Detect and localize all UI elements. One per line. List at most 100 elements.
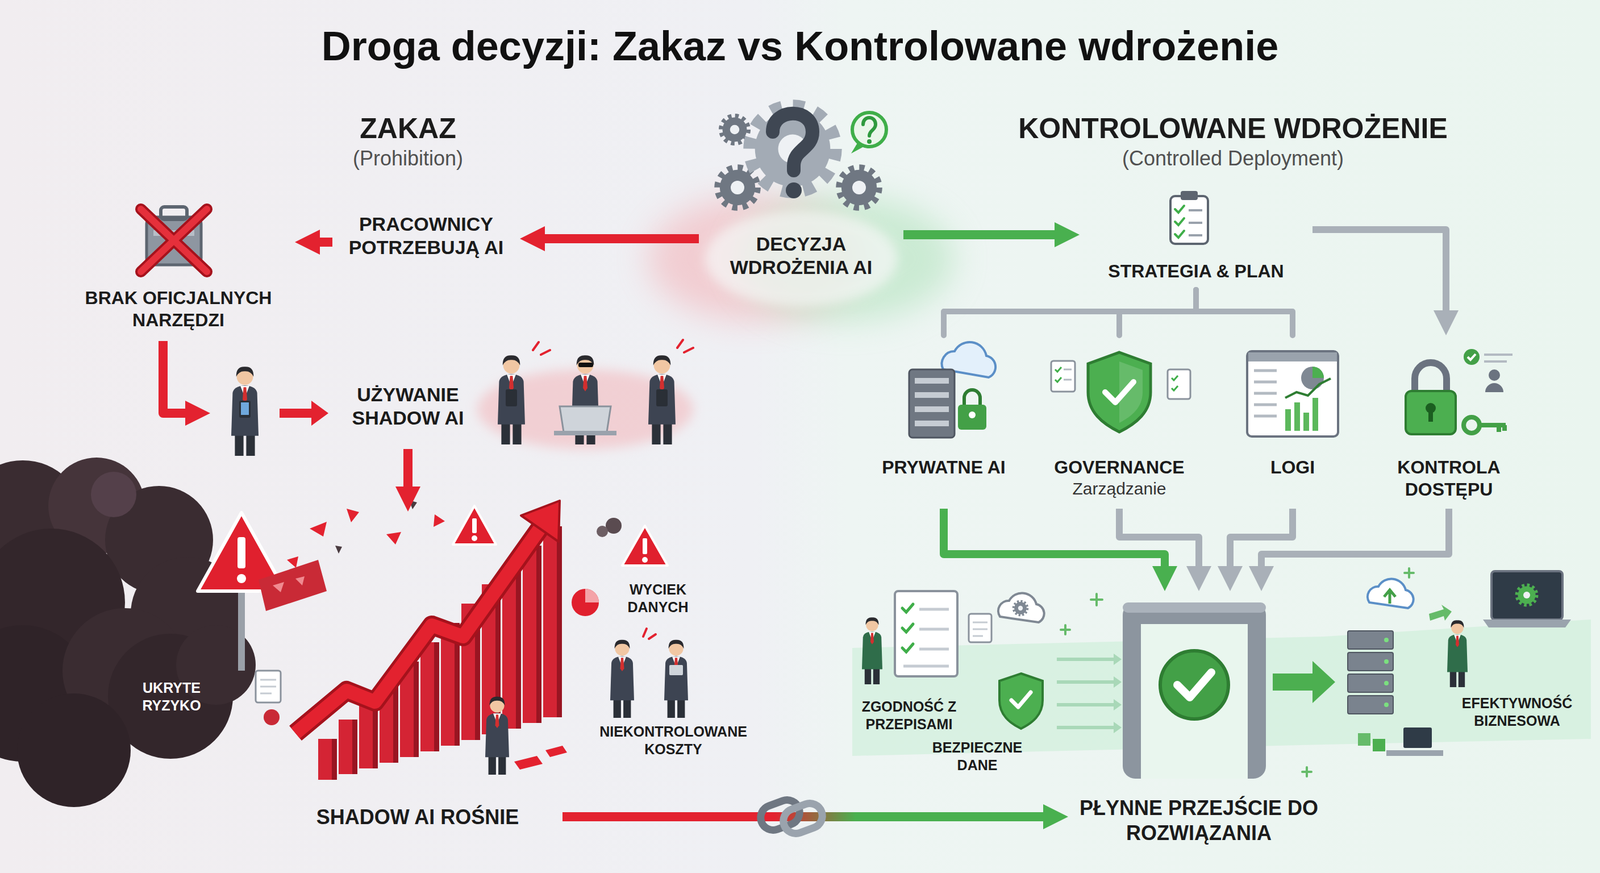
text-wrap: ZGODNOŚĆ Z PRZEPISAMIBEZPIECZNE DANEEFEK… [840,590,1595,783]
question-bubble [867,139,872,144]
governance-shield [1051,360,1075,392]
strategy-clipboard [1180,190,1198,200]
small-arrow [279,400,329,426]
access-lock [1485,382,1504,393]
laptop-icon [1491,571,1563,620]
pillar-label: PRYWATNE AI [855,335,1032,509]
shadow-ai-team [559,406,611,432]
warning-small [642,556,648,563]
laptop-icon [1482,619,1572,628]
server-rack [1384,637,1389,643]
private-ai-icon [909,369,955,438]
warning-sign [236,573,247,583]
strategy-clipboard [1170,190,1208,244]
laptop-icon [1482,571,1572,628]
server-rack [1347,630,1394,649]
arguing-people [669,664,683,675]
warning-small [452,505,668,566]
connectors [163,229,1449,817]
warning-sign [238,585,245,671]
strategy-clipboard [1188,210,1203,236]
access-lock [1463,417,1480,433]
pie-icon [571,588,599,616]
smoke-cloud [0,457,256,807]
shadow-ai-team [656,389,668,407]
text-wrap: UKRYTE RYZYKOWYCIEK DANYCHNIEKONTROLOWAN… [0,511,796,779]
server-rack [1347,652,1394,671]
server-rack [1347,695,1394,714]
rising-bars [352,719,358,774]
step-label: UŻYWANIE SHADOW AI [210,363,483,449]
shadow-ai-team [497,355,525,445]
pillar-label: GOVERNANCEZarządzanie [1039,335,1199,509]
gateway [1177,672,1212,698]
bracket-line [943,289,1197,336]
node-label: UŻYWANIE SHADOW AI [334,382,482,431]
deployment-people [1447,619,1468,687]
gateway [1140,623,1248,779]
chain-link-icon [757,796,804,833]
smoke-cloud [90,471,137,518]
cloud-upload [1367,578,1414,608]
risk-label: NIEKONTROLOWANE KOSZTY [576,722,770,758]
blocked-tool-icon [140,209,207,272]
debris [335,500,418,554]
logs-dashboard [1301,366,1324,390]
cloud-upload [1428,604,1452,621]
access-lock [1467,353,1476,360]
access-lock [1405,390,1456,435]
shadow-ai-team [477,339,694,449]
question-bubble [851,142,865,154]
prohibition-panel: PRACOWNICY POTRZEBUJĄ AIBRAK OFICJALNYCH… [0,96,802,873]
warning-small [596,525,608,537]
question-bubble [851,112,887,154]
server-rack [1347,673,1394,693]
decision-glow [647,196,955,322]
bracket-line [1119,289,1197,336]
cloud-gear [998,592,1045,623]
text-wrap: PŁYNNE PRZEJŚCIE DO ROZWIĄZANIA [1068,795,1330,846]
rising-arrow [521,500,560,542]
strategy-clipboard [1170,196,1208,244]
text-wrap: GOVERNANCEZarządzanie [1039,456,1199,500]
governance-shield [1105,381,1134,403]
governance-shield [1171,375,1178,391]
warning-small [642,538,648,554]
panel-heading: KONTROLOWANE WDROŻENIE [977,111,1489,147]
workstation [1372,738,1386,752]
rising-bars [413,661,419,757]
cloud-upload [1367,578,1452,621]
gear-icon [839,167,879,208]
warning-small [472,518,477,533]
shadow-ai-user [239,400,251,418]
secure-shield [999,673,1043,729]
access-lock [1484,354,1513,362]
document-icon [263,709,280,725]
cloud-upload [1384,589,1396,604]
server-rack [1384,680,1389,686]
rising-bars [331,738,337,780]
access-lock [1414,362,1447,393]
secure-shield [999,673,1043,729]
private-ai-icon [914,406,949,412]
document-icon [255,670,281,725]
text-wrap: KONTROLA DOSTĘPU [1375,456,1523,501]
arguing-people [610,639,635,718]
panel-subheading: (Controlled Deployment) [977,146,1489,172]
shadow-ai-user [231,366,259,456]
strategy-clipboard [1175,205,1185,238]
analyst-figure [485,696,510,775]
blocked-tool-icon [140,209,207,272]
governance-shield [1088,352,1151,432]
small-arrow [279,400,329,426]
workstation [1386,750,1444,756]
server-rack [1384,659,1389,664]
compliance-scroll [894,590,992,677]
panel-heading: ZAKAZ [180,111,636,147]
text-wrap: ZAKAZ(Prohibition) [180,111,636,172]
private-ai-icon [957,404,987,430]
debris [514,745,568,770]
text-wrap: DECYZJA WDROŻENIA AI [698,232,904,280]
secure-shield [1011,692,1031,707]
